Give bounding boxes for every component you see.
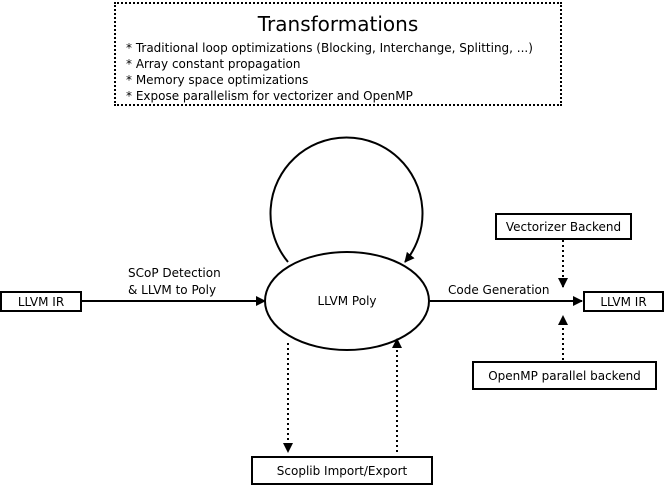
code-generation-label: Code Generation: [448, 283, 550, 297]
scoplib-node: Scoplib Import/Export: [251, 456, 433, 485]
transformations-box: Transformations * Traditional loop optim…: [114, 2, 562, 106]
transformation-loop-arrow: [269, 136, 424, 263]
openmp-backend-node: OpenMP parallel backend: [472, 361, 657, 390]
transformation-item: * Expose parallelism for vectorizer and …: [126, 89, 413, 103]
transformation-item: * Array constant propagation: [126, 57, 301, 71]
llvm-ir-output-node: LLVM IR: [583, 291, 664, 312]
transformation-item: * Traditional loop optimizations (Blocki…: [126, 41, 533, 55]
transformations-title: Transformations: [257, 12, 419, 36]
transformations-list: * Traditional loop optimizations (Blocki…: [126, 40, 533, 104]
llvm-ir-input-node: LLVM IR: [0, 291, 82, 312]
llvm-poly-node: [264, 251, 430, 351]
scop-detection-label: SCoP Detection: [128, 266, 221, 280]
transformation-item: * Memory space optimizations: [126, 73, 309, 87]
llvm-poly-label: LLVM Poly: [317, 294, 377, 308]
llvm-to-poly-label: & LLVM to Poly: [128, 283, 217, 297]
vectorizer-backend-node: Vectorizer Backend: [495, 213, 632, 240]
